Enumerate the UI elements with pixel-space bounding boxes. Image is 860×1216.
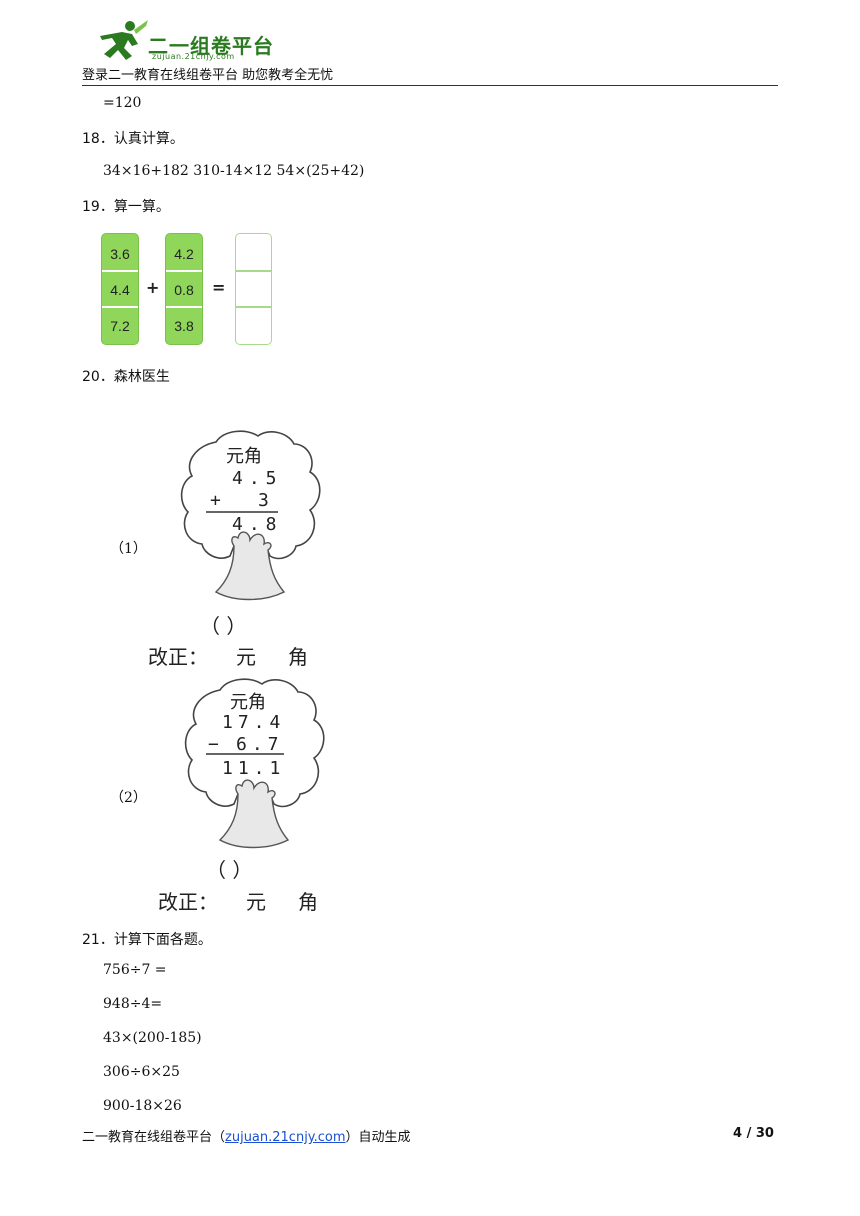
cell: 4.2 — [174, 246, 194, 262]
answer-column — [235, 233, 272, 345]
plus-sign: + — [146, 278, 160, 297]
cell-divider — [102, 270, 138, 272]
tree-1-header: 元角 — [226, 446, 262, 467]
tree-2-judge-blank: （ ） — [206, 858, 253, 882]
tree-2-result: 11.1 — [222, 758, 286, 779]
header-tagline: 登录二一教育在线组卷平台 助您教考全无忧 — [82, 68, 334, 83]
question-title: 算一算。 — [113, 199, 170, 215]
tree-1-judge-blank: （ ） — [200, 614, 247, 638]
cell-divider — [102, 306, 138, 308]
cell: 0.8 — [174, 282, 194, 298]
cell: 3.8 — [174, 318, 194, 334]
tree-1-operator: + — [210, 490, 221, 511]
cell: 4.4 — [110, 282, 130, 298]
tree-2-operator: − — [208, 734, 219, 755]
tree-2-row2: 6.7 — [236, 734, 284, 755]
part-2-label: （2） — [110, 790, 147, 806]
addend-column-1: 3.6 4.4 7.2 — [101, 233, 139, 345]
cell: 7.2 — [110, 318, 130, 334]
tree-1-fix-jiao: 角 — [288, 645, 308, 669]
q21-item: 948÷4= — [103, 996, 163, 1012]
q21-item: 43×(200-185) — [103, 1030, 202, 1046]
tree-2-fix-jiao: 角 — [298, 890, 318, 914]
tree-1-fix-yuan: 元 — [236, 645, 256, 669]
cell-divider — [166, 270, 202, 272]
tree-1-row1: 4.5 — [232, 468, 283, 489]
question-18: 18．认真计算。 — [82, 128, 184, 148]
q21-item: 756÷7 = — [103, 962, 167, 978]
tree-2-icon — [184, 678, 325, 849]
tree-1-result: 4.8 — [232, 514, 283, 535]
prev-result: =120 — [103, 95, 142, 111]
page-number: 4 / 30 — [733, 1126, 774, 1141]
cell: 3.6 — [110, 246, 130, 262]
header-divider — [82, 85, 778, 86]
tree-2-header: 元角 — [230, 692, 266, 713]
tree-1-row2: 3 — [258, 490, 269, 511]
cell-divider — [236, 306, 271, 308]
question-number: 21． — [82, 932, 114, 948]
question-21: 21．计算下面各题。 — [82, 929, 212, 949]
footer-source: 二一教育在线组卷平台（zujuan.21cnjy.com）自动生成 — [82, 1126, 411, 1145]
question-title: 计算下面各题。 — [113, 932, 212, 948]
tree-1-fix-label: 改正： — [148, 645, 208, 669]
tree-2-row1: 17.4 — [222, 712, 286, 733]
question-20: 20．森林医生 — [82, 366, 170, 386]
tree-2-fix-yuan: 元 — [246, 890, 266, 914]
q21-item: 900-18×26 — [103, 1098, 182, 1114]
q21-item: 306÷6×25 — [103, 1064, 180, 1080]
equals-sign: = — [212, 278, 226, 297]
question-number: 18． — [82, 131, 114, 147]
part-1-label: （1） — [110, 541, 147, 557]
question-title: 森林医生 — [113, 369, 170, 385]
footer-prefix: 二一教育在线组卷平台（ — [82, 1130, 226, 1145]
question-19: 19．算一算。 — [82, 196, 170, 216]
addend-column-2: 4.2 0.8 3.8 — [165, 233, 203, 345]
footer-suffix: ）自动生成 — [345, 1130, 411, 1145]
tree-1-icon — [180, 430, 321, 601]
question-title: 认真计算。 — [113, 131, 184, 147]
q18-expressions: 34×16+182 310-14×12 54×(25+42) — [103, 163, 365, 179]
logo-title: 二一组卷平台 — [148, 34, 274, 58]
logo-runner-icon — [100, 20, 148, 60]
footer-link[interactable]: zujuan.21cnjy.com — [225, 1130, 346, 1145]
logo-url: zujuan.21cnjy.com — [152, 52, 235, 61]
question-number: 19． — [82, 199, 114, 215]
tree-2-fix-label: 改正： — [158, 890, 218, 914]
cell-divider — [236, 270, 271, 272]
question-number: 20． — [82, 369, 114, 385]
cell-divider — [166, 306, 202, 308]
